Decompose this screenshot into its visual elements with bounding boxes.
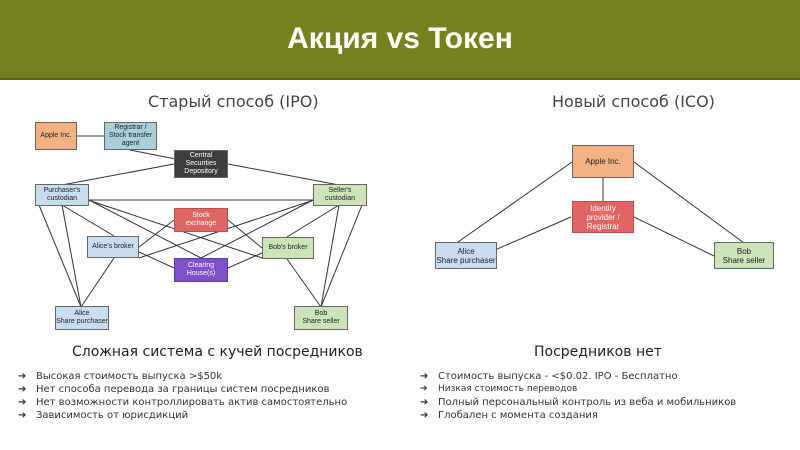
left-heading: Старый способ (IPO) — [148, 92, 319, 111]
node-label: Alice's broker — [92, 243, 134, 250]
arrow-right-icon: ➔ — [420, 371, 429, 382]
link-pc-alice-2 — [38, 204, 82, 308]
list-item: ➔ Полный персональный контроль из веба и … — [420, 396, 736, 409]
node-label: Seller's — [328, 187, 352, 194]
node-label: custodian — [47, 195, 77, 202]
bullet-text: Полный персональный контроль из веба и м… — [438, 397, 737, 408]
node-label: Securities — [185, 160, 217, 167]
node-apple-inc: Apple Inc. — [35, 122, 77, 150]
node-seller-custodian: Seller's custodian — [313, 184, 367, 206]
node-label: exchange — [185, 220, 217, 227]
node-alice-broker: Alice's broker — [87, 236, 139, 258]
arrow-right-icon: ➔ — [420, 384, 428, 394]
list-item: ➔ Высокая стоимость выпуска >$50k — [18, 370, 347, 383]
node-label: agent — [121, 140, 140, 147]
link-bob-broker-bob — [286, 258, 322, 308]
node-label: custodian — [325, 195, 355, 202]
link-pc-alice — [61, 204, 82, 308]
link-sc-clearing — [200, 199, 314, 259]
node-label: Identity — [590, 203, 616, 213]
arrow-right-icon: ➔ — [18, 384, 27, 395]
node-label: Bob's broker — [268, 244, 308, 251]
link-alice-broker-clearing — [138, 251, 175, 269]
link-bob-broker-exchange — [227, 219, 263, 249]
bullet-text: Высокая стоимость выпуска >$50k — [36, 371, 223, 382]
link-sc-bob — [320, 204, 340, 308]
node-clearing-house: Clearing House(s) — [174, 258, 228, 282]
bullet-text: Стоимость выпуска - <$0.02. IPO - Беспла… — [438, 371, 678, 382]
node-label: Central — [189, 152, 213, 159]
node-label: Apple Inc. — [40, 132, 72, 139]
arrow-right-icon: ➔ — [18, 371, 27, 382]
arrow-right-icon: ➔ — [420, 397, 429, 408]
list-item: ➔ Стоимость выпуска - <$0.02. IPO - Беспл… — [420, 370, 736, 383]
link-alice-broker-alice — [80, 257, 115, 308]
list-item: ➔ Нет способа перевода за границы систем … — [18, 383, 347, 396]
link-csd-seller-custodian — [227, 163, 340, 186]
node-label: Share purchaser — [56, 318, 108, 325]
list-item: ➔ Низкая стоимость переводов — [420, 383, 736, 396]
bullet-text: Глобален с момента создания — [438, 410, 598, 421]
title-bar: Акция vs Токен — [0, 0, 800, 80]
bullet-text: Зависимость от юрисдикций — [36, 410, 189, 421]
page-title: Акция vs Токен — [287, 22, 513, 55]
node-alice: Alice Share purchaser — [55, 306, 109, 330]
link-csd-purchaser-custodian — [61, 163, 175, 186]
node-r-identity-provider: Identity provider / Registrar — [572, 201, 634, 233]
node-r-bob: Bob Share seller — [714, 242, 774, 269]
link-sc-bob-2 — [320, 204, 363, 308]
bullet-text: Нет возможности контроллировать актив са… — [36, 397, 348, 408]
node-label: Apple Inc. — [585, 157, 621, 166]
arrow-right-icon: ➔ — [18, 410, 27, 421]
right-subtitle: Посредников нет — [534, 344, 662, 360]
node-label: Share seller — [722, 255, 766, 265]
node-central-securities-depository: Central Securities Depository — [174, 150, 228, 178]
arrow-right-icon: ➔ — [18, 397, 27, 408]
list-item: ➔ Зависимость от юрисдикций — [18, 409, 347, 422]
node-label: Share seller — [302, 318, 340, 325]
left-bullet-list: ➔ Высокая стоимость выпуска >$50k ➔ Нет сп… — [18, 370, 347, 422]
node-bob-broker: Bob's broker — [262, 237, 314, 259]
link-bob-broker-clearing — [227, 252, 263, 269]
node-bob: Bob Share seller — [294, 306, 348, 330]
link-r-apple-alice — [457, 161, 573, 243]
list-item: ➔ Нет возможности контроллировать актив с… — [18, 396, 347, 409]
left-subtitle: Сложная система с кучей посредников — [72, 344, 363, 360]
node-label: Registrar — [586, 221, 620, 231]
node-r-apple-inc: Apple Inc. — [572, 145, 634, 178]
node-label: House(s) — [186, 270, 216, 277]
node-label: Share purchaser — [436, 255, 496, 265]
node-label: Stock transfer — [108, 132, 153, 139]
link-pc-clearing — [88, 199, 202, 259]
bullet-text: Нет способа перевода за границы систем п… — [36, 384, 330, 395]
link-sc-bob-broker — [286, 204, 340, 238]
node-label: Registrar / — [114, 124, 147, 131]
right-bullet-list: ➔ Стоимость выпуска - <$0.02. IPO - Беспл… — [420, 370, 736, 422]
node-label: Purchaser's — [43, 187, 81, 194]
node-label: Stock — [192, 212, 210, 219]
link-alice-broker-exchange — [138, 219, 175, 248]
node-label: Clearing — [187, 262, 215, 269]
list-item: ➔ Глобален с момента создания — [420, 409, 736, 422]
node-stock-exchange: Stock exchange — [174, 208, 228, 232]
node-purchaser-custodian: Purchaser's custodian — [35, 184, 89, 206]
bullet-text: Низкая стоимость переводов — [438, 384, 578, 394]
node-label: Alice — [74, 310, 90, 317]
node-label: Depository — [184, 168, 218, 175]
node-r-alice: Alice Share purchaser — [435, 242, 497, 269]
link-pc-alice-broker — [61, 204, 115, 237]
node-registrar: Registrar / Stock transfer agent — [104, 122, 157, 150]
arrow-right-icon: ➔ — [420, 410, 429, 421]
right-heading: Новый способ (ICO) — [552, 92, 715, 111]
node-label: Bob — [314, 310, 328, 317]
node-label: provider / — [586, 212, 620, 222]
link-r-apple-bob — [633, 161, 745, 244]
node-label: Alice — [457, 246, 475, 256]
link-r-bob-identity — [633, 216, 715, 257]
node-label: Bob — [736, 246, 752, 256]
